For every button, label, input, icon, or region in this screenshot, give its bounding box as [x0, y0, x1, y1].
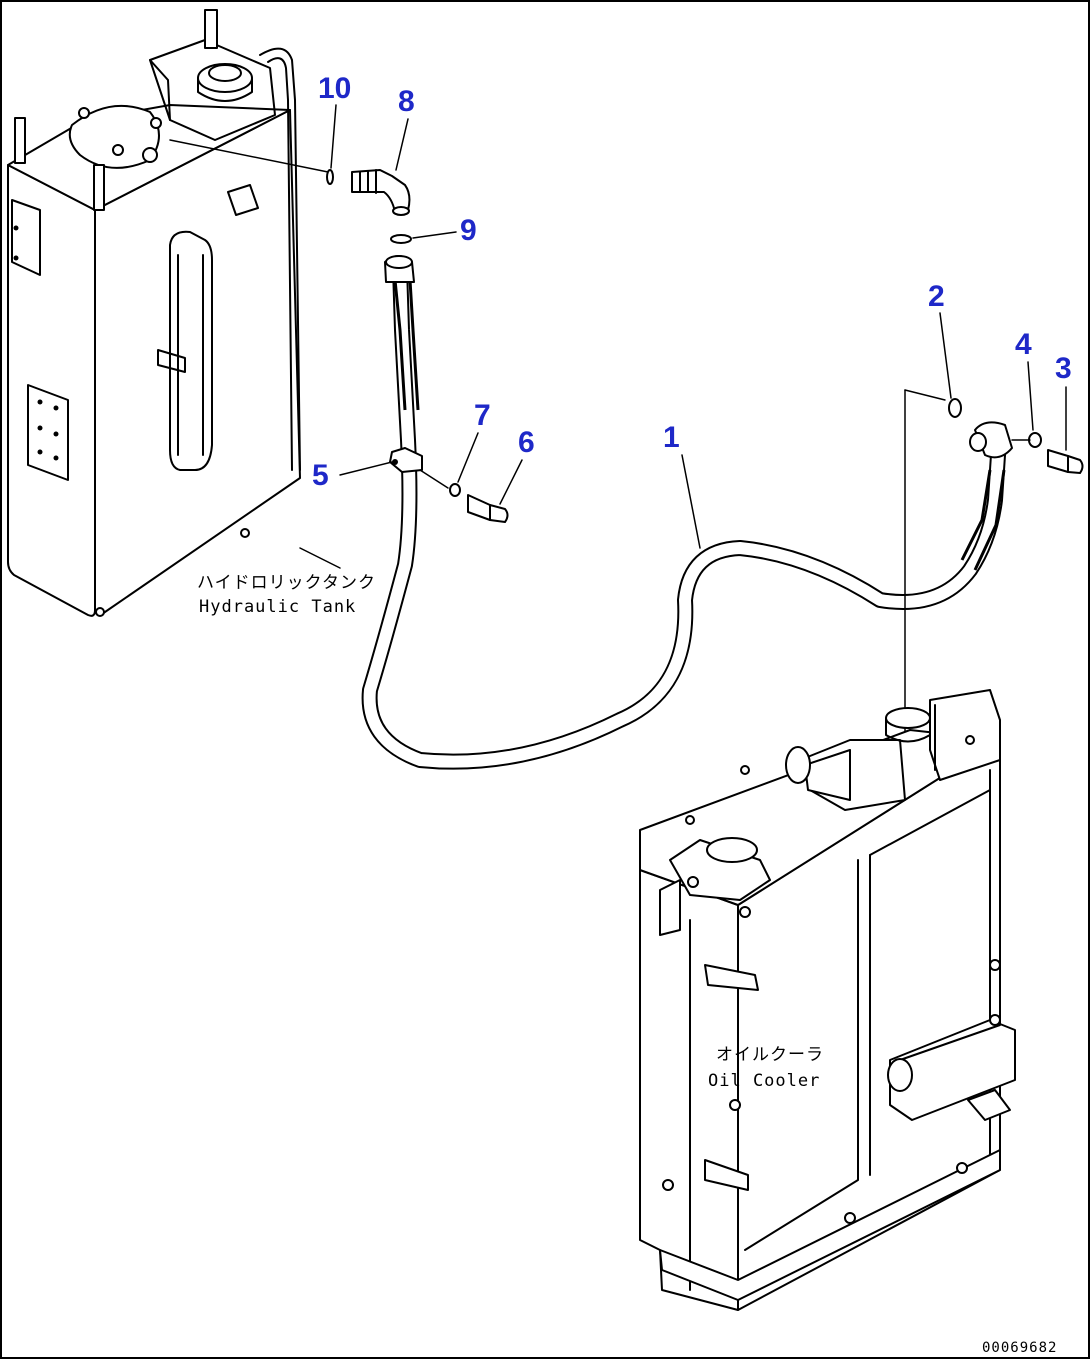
leader-6	[499, 459, 523, 505]
leader-4	[1027, 361, 1034, 431]
clamp-5[interactable]	[389, 447, 423, 473]
washer-4[interactable]	[1028, 432, 1042, 448]
callout-8[interactable]: 8	[398, 85, 415, 118]
callout-1[interactable]: 1	[663, 421, 680, 454]
oil-cooler[interactable]	[639, 689, 1016, 1311]
hydraulic-tank-label-en: Hydraulic Tank	[199, 597, 356, 617]
hydraulic-tank[interactable]	[7, 9, 301, 617]
callout-10[interactable]: 10	[318, 72, 351, 105]
callout-6[interactable]: 6	[518, 426, 535, 459]
o-ring-9[interactable]	[390, 234, 412, 244]
leader-1	[681, 454, 701, 549]
callout-3[interactable]: 3	[1055, 352, 1072, 385]
leader-tank-10	[169, 139, 329, 173]
drawing-number: 00069682	[982, 1340, 1057, 1356]
bolt-6[interactable]	[467, 494, 509, 523]
callout-9[interactable]: 9	[460, 214, 477, 247]
washer-7[interactable]	[449, 483, 461, 497]
hose-1[interactable]	[361, 255, 1013, 770]
leader-2	[939, 312, 952, 399]
o-ring-2[interactable]	[948, 398, 962, 418]
leader-9	[412, 231, 457, 239]
bolt-3[interactable]	[1047, 449, 1084, 474]
leader-8	[395, 118, 409, 171]
callout-2[interactable]: 2	[928, 280, 945, 313]
callout-4[interactable]: 4	[1015, 328, 1032, 361]
oil-cooler-label-en: Oil Cooler	[708, 1071, 820, 1091]
oil-cooler-label-jp: オイルクーラ	[716, 1045, 824, 1065]
callout-5[interactable]: 5	[312, 459, 329, 492]
leader-7	[457, 432, 479, 483]
callout-7[interactable]: 7	[474, 399, 491, 432]
leader-5	[339, 461, 393, 476]
leader-clamp-bolt	[419, 469, 449, 489]
leader-hydraulic-tank	[299, 547, 341, 569]
elbow-8[interactable]	[351, 169, 411, 216]
hydraulic-tank-label-jp: ハイドロリックタンク	[197, 573, 376, 593]
leader-10	[330, 104, 337, 169]
leader-cooler-top	[904, 389, 946, 401]
o-ring-10[interactable]	[326, 169, 334, 185]
